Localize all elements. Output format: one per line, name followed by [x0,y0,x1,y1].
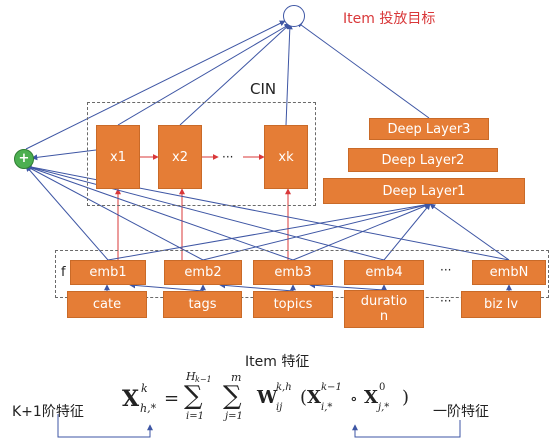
formula-equation: X k h,* = H k−1 ∑ i=1 m ∑ j=1 W k,h ij (… [122,370,422,425]
embedding-ellipsis: ··· [440,263,452,277]
cin-node-x1: x1 [96,125,140,189]
sum2-bottom: j=1 [225,411,243,422]
formula-op: ∘ [350,389,358,408]
bracket-left [57,414,153,438]
emb-3: emb3 [253,260,333,285]
emb-4: emb4 [344,260,424,285]
deep-layer-2: Deep Layer2 [348,148,498,172]
output-node [283,5,305,27]
sum1-bottom: i=1 [186,411,204,422]
edge-cin-output-1 [179,23,291,126]
sum2-top: m [231,371,242,384]
edge-cin-output-0 [117,23,291,126]
sum1-top: H [186,370,196,383]
sum2-sigma: ∑ [223,381,242,411]
formula-lhs-sub: h,* [140,402,157,415]
emb-2: emb2 [164,260,242,285]
formula-x1: X [307,387,321,408]
deep-layer-3: Deep Layer3 [369,118,489,140]
edge-emb-sum-1 [25,165,204,261]
formula-close-paren: ) [402,387,410,408]
feature-caption: Item 特征 [245,354,310,370]
cin-container [87,102,316,206]
edge-topics-emb2 [219,282,294,292]
edge-emb-sum-3 [25,164,385,261]
formula-x2-sup: 0 [379,382,386,393]
bracket-right [352,420,461,438]
edge-emb-sum-2 [25,164,294,261]
formula-eq: = [164,388,180,409]
formula-right-label: 一阶特征 [433,404,489,420]
feature-ellipsis: ··· [440,294,452,308]
cin-ellipsis: ··· [222,150,234,164]
edge-sum-output [25,20,286,150]
feature-biz-lv: biz lv [461,291,541,318]
deep-layer-1: Deep Layer1 [323,178,525,204]
edge-deep-output [296,21,430,119]
formula-x1-sub: i,* [321,402,333,413]
feature-duration: duratio n [344,290,424,328]
sum1-top-sub: k−1 [195,375,212,384]
formula-x2-sub: j,* [378,402,390,413]
feature-topics: topics [253,291,333,318]
cin-node-xk: xk [264,125,308,189]
edge-cin-output-2 [285,23,293,126]
formula-lhs: X [122,386,140,412]
emb-1: emb1 [70,260,146,285]
formula-w-sub: ij [276,402,283,413]
formula-x1-sup: k−1 [321,382,342,393]
feature-cate: cate [67,291,147,318]
formula-w-sup: k,h [276,382,292,393]
edge-tags-emb1 [129,282,204,292]
sum1-sigma: ∑ [184,381,203,411]
cin-label: CIN [250,80,277,98]
embedding-prefix: f [61,265,66,280]
sum-node: + [14,149,34,169]
cin-node-x2: x2 [158,125,202,189]
formula-x2: X [364,387,378,408]
formula-w: W [257,387,278,408]
emb-n-visible: embN [472,260,546,285]
edge-emb-sum-0 [25,165,109,261]
edge-cin-sum [31,149,97,161]
formula-left-label: K+1阶特征 [12,404,84,420]
formula-lhs-sup: k [141,382,148,395]
feature-tags: tags [163,291,242,318]
output-label: Item 投放目标 [343,11,436,27]
edge-layer [25,20,512,438]
edge-duration-emb3 [309,282,385,291]
formula-open-paren: ( [300,387,308,408]
